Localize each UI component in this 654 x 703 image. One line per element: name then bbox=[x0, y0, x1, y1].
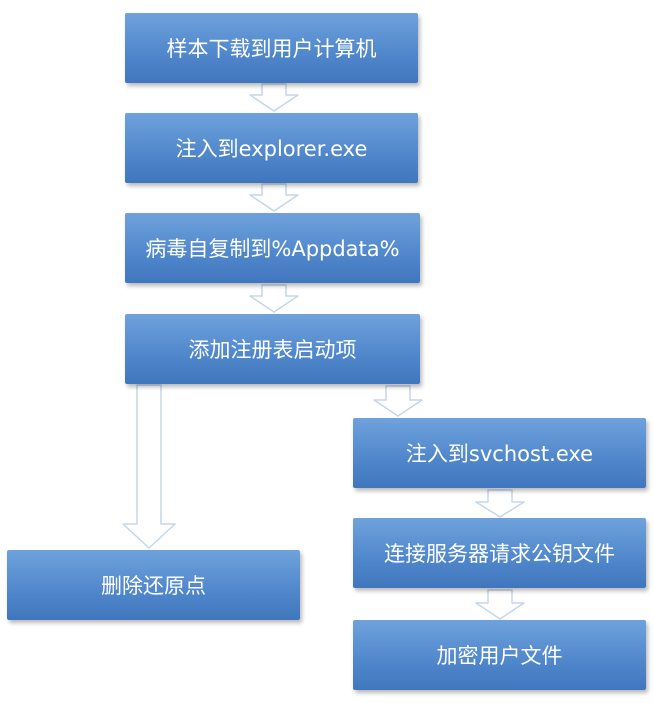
step-request-public-key: 连接服务器请求公钥文件 bbox=[353, 518, 646, 588]
flow-arrow-1-to-2 bbox=[249, 83, 299, 112]
step-self-copy-appdata: 病毒自复制到%Appdata% bbox=[125, 213, 420, 283]
step-inject-svchost: 注入到svchost.exe bbox=[353, 418, 646, 488]
step-add-registry-startup: 添加注册表启动项 bbox=[125, 314, 420, 384]
step-download-sample: 样本下载到用户计算机 bbox=[125, 13, 418, 83]
flow-arrow-5-to-6 bbox=[475, 489, 525, 518]
flow-arrow-2-to-3 bbox=[249, 183, 299, 212]
flow-arrow-3-to-4 bbox=[249, 284, 299, 313]
step-encrypt-user-files: 加密用户文件 bbox=[353, 620, 646, 690]
flow-arrow-6-to-7 bbox=[475, 589, 525, 620]
flow-arrow-4-to-5 bbox=[373, 385, 423, 417]
step-delete-restore-points: 删除还原点 bbox=[7, 550, 300, 620]
flow-arrow-4-to-8 bbox=[122, 384, 176, 549]
step-inject-explorer: 注入到explorer.exe bbox=[125, 113, 418, 183]
